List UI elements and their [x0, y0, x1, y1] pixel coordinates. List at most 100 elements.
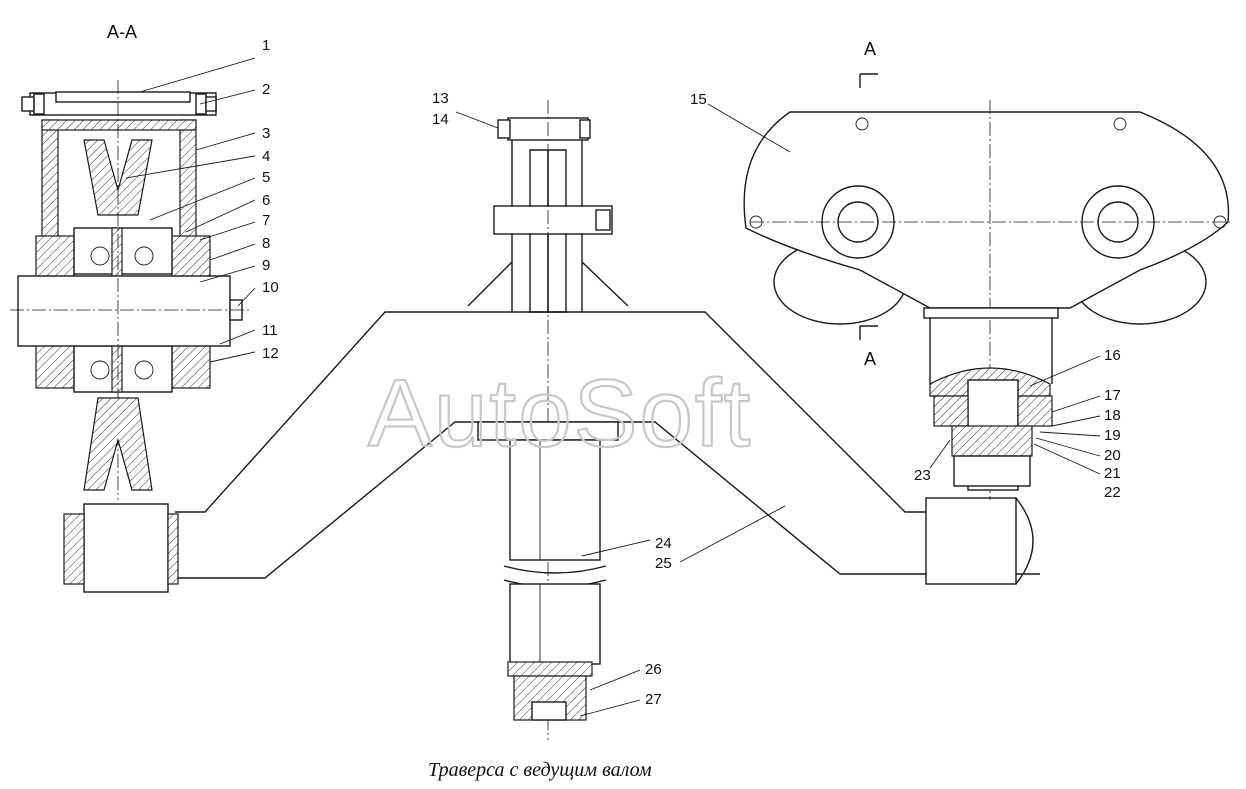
callout-1: 1: [262, 37, 270, 54]
housing-wall-right: [179, 119, 197, 243]
callout-7: 7: [262, 212, 270, 229]
callout-24: 24: [655, 535, 672, 552]
leader-1: [139, 57, 256, 93]
bearing-roller-3: [90, 360, 110, 380]
section-view-label: А-А: [107, 22, 137, 42]
callout-21: 21: [1104, 465, 1121, 482]
callout-11: 11: [262, 322, 278, 339]
leader-8: [209, 243, 256, 261]
upper-bearing: [73, 227, 173, 275]
nut-left: [33, 93, 45, 115]
leader-18: [1051, 415, 1101, 427]
sheave-axle: [493, 205, 613, 235]
callout-19: 19: [1104, 427, 1121, 444]
callout-6: 6: [262, 192, 270, 209]
leader-19: [1039, 431, 1101, 437]
lower-sheave: [83, 397, 153, 491]
break-line-top: [503, 565, 607, 574]
leader-27: [579, 699, 641, 717]
right-housing: А А 15 16 17 18 19 20: [690, 39, 1230, 501]
section-arrow-bottom: [859, 325, 878, 340]
leader-15: [707, 103, 791, 153]
leader-20: [1035, 437, 1101, 457]
upper-sheave: [83, 139, 153, 216]
housing-bolt-1: [855, 117, 869, 131]
callout-9: 9: [262, 257, 270, 274]
leader-13-14: [455, 111, 499, 129]
callout-14: 14: [432, 111, 449, 128]
callout-5: 5: [262, 169, 270, 186]
leader-7: [199, 221, 256, 241]
leader-21: [1033, 443, 1101, 475]
top-pin-nut: [497, 119, 511, 139]
leader-10: [237, 287, 256, 307]
housing-bolt-2: [1113, 117, 1127, 131]
shaft-lower: [509, 583, 601, 665]
leader-9: [199, 265, 256, 283]
watermark-text: AutoSoft: [368, 360, 752, 467]
leader-3: [195, 132, 256, 151]
callout-18: 18: [1104, 407, 1121, 424]
callout-8: 8: [262, 235, 270, 252]
leader-17: [1051, 395, 1101, 413]
shaft-coupling: [953, 455, 1031, 487]
bracket-gussets: [467, 261, 629, 307]
callout-13: 13: [432, 90, 449, 107]
leader-6: [185, 199, 256, 233]
lower-bolt-group: [531, 701, 567, 721]
section-mark-bottom: А: [864, 349, 876, 369]
callout-23: 23: [914, 467, 931, 484]
column-top-plate: [923, 307, 1059, 319]
housing-plate: [743, 111, 1230, 309]
housing-top-plate: [41, 119, 197, 131]
leader-26: [589, 669, 641, 691]
center-sheave-assembly: 13 14: [432, 90, 629, 740]
leader-11: [219, 329, 256, 345]
right-tube-end: [925, 497, 1017, 585]
bolt-head-left: [21, 96, 35, 112]
drive-shaft: [17, 275, 231, 347]
spacer-tube: [55, 91, 191, 103]
leader-25: [679, 505, 786, 563]
section-arrow-top: [859, 73, 878, 88]
axle-nut: [595, 209, 611, 231]
top-pin-end: [579, 119, 591, 139]
leader-16: [1029, 355, 1101, 387]
callout-2: 2: [262, 81, 270, 98]
leader-23: [929, 439, 951, 469]
left-tube-end: [83, 503, 169, 593]
callout-12: 12: [262, 345, 279, 362]
traverse-beam: [63, 311, 1040, 593]
left-tube-flange: [63, 513, 85, 585]
callout-16: 16: [1104, 347, 1121, 364]
callout-25: 25: [655, 555, 672, 572]
leader-5: [149, 177, 256, 221]
leader-2: [199, 89, 256, 105]
bearing-left: [933, 395, 969, 427]
callout-3: 3: [262, 125, 270, 142]
center-shaft: 24 25 26 27: [477, 421, 786, 721]
lower-flange: [507, 661, 593, 677]
callout-4: 4: [262, 148, 270, 165]
callout-10: 10: [262, 279, 279, 296]
leader-12: [209, 351, 256, 363]
bearing-right: [1017, 395, 1053, 427]
bearing-housing-lower: [951, 425, 1033, 457]
drawing-caption: Траверса с ведущим валом: [428, 759, 652, 781]
callout-20: 20: [1104, 447, 1121, 464]
callout-17: 17: [1104, 387, 1121, 404]
left-tube-ring: [167, 513, 179, 585]
bearing-roller-1: [90, 246, 110, 266]
lower-bearing: [73, 345, 173, 393]
callout-15: 15: [690, 91, 707, 108]
bearing-roller-2: [134, 246, 154, 266]
callout-27: 27: [645, 691, 662, 708]
callout-22: 22: [1104, 484, 1121, 501]
leader-24: [581, 539, 651, 557]
section-a-a-view: А-А 1 2 3 4: [10, 22, 279, 500]
callout-26: 26: [645, 661, 662, 678]
right-tube-curve: [1015, 497, 1034, 585]
shaft-upper: [509, 439, 601, 561]
